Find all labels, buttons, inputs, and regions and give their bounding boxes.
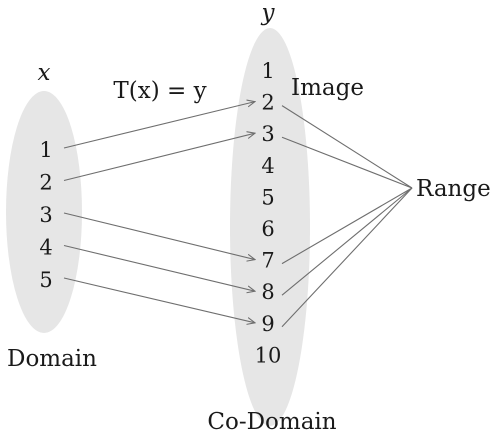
mapping-arrows <box>63 102 255 323</box>
codomain-element-3: 3 <box>261 122 274 146</box>
range-label: Range <box>416 176 491 202</box>
domain-element-1: 1 <box>39 138 52 162</box>
function-label: T(x) = y <box>113 78 206 104</box>
domain-element-4: 4 <box>39 236 52 260</box>
codomain-set-ellipse <box>230 28 310 426</box>
codomain-element-1: 1 <box>261 59 274 83</box>
codomain-element-8: 8 <box>261 280 274 304</box>
range-lines <box>281 105 413 328</box>
codomain-element-9: 9 <box>261 312 274 336</box>
domain-element-2: 2 <box>39 171 52 195</box>
codomain-element-5: 5 <box>261 185 274 209</box>
range-line-8 <box>281 187 413 296</box>
mapping-arrow-2-to-3 <box>63 133 255 182</box>
codomain-element-10: 10 <box>255 343 282 367</box>
domain-element-3: 3 <box>39 203 52 227</box>
codomain-element-7: 7 <box>261 249 274 273</box>
domain-caption: Domain <box>7 346 97 372</box>
mapping-arrow-4-to-8 <box>63 244 255 292</box>
range-line-9 <box>281 187 413 328</box>
domain-set-ellipse <box>6 91 82 333</box>
range-line-3 <box>281 136 413 189</box>
codomain-elements: 1 2 3 4 5 6 7 8 9 10 <box>255 59 282 367</box>
codomain-element-2: 2 <box>261 91 274 115</box>
codomain-variable-label: y <box>261 0 276 26</box>
codomain-caption: Co-Domain <box>207 409 336 435</box>
domain-element-5: 5 <box>39 268 52 292</box>
codomain-element-6: 6 <box>261 217 274 241</box>
mapping-arrow-1-to-2 <box>63 102 255 149</box>
domain-elements: 1 2 3 4 5 <box>39 138 52 292</box>
domain-variable-label: x <box>38 60 51 86</box>
image-label: Image <box>291 75 364 101</box>
codomain-element-4: 4 <box>261 154 274 178</box>
mapping-arrow-3-to-7 <box>63 212 255 260</box>
range-line-2 <box>281 105 413 189</box>
mapping-arrow-5-to-9 <box>63 277 255 323</box>
range-line-7 <box>281 187 413 265</box>
